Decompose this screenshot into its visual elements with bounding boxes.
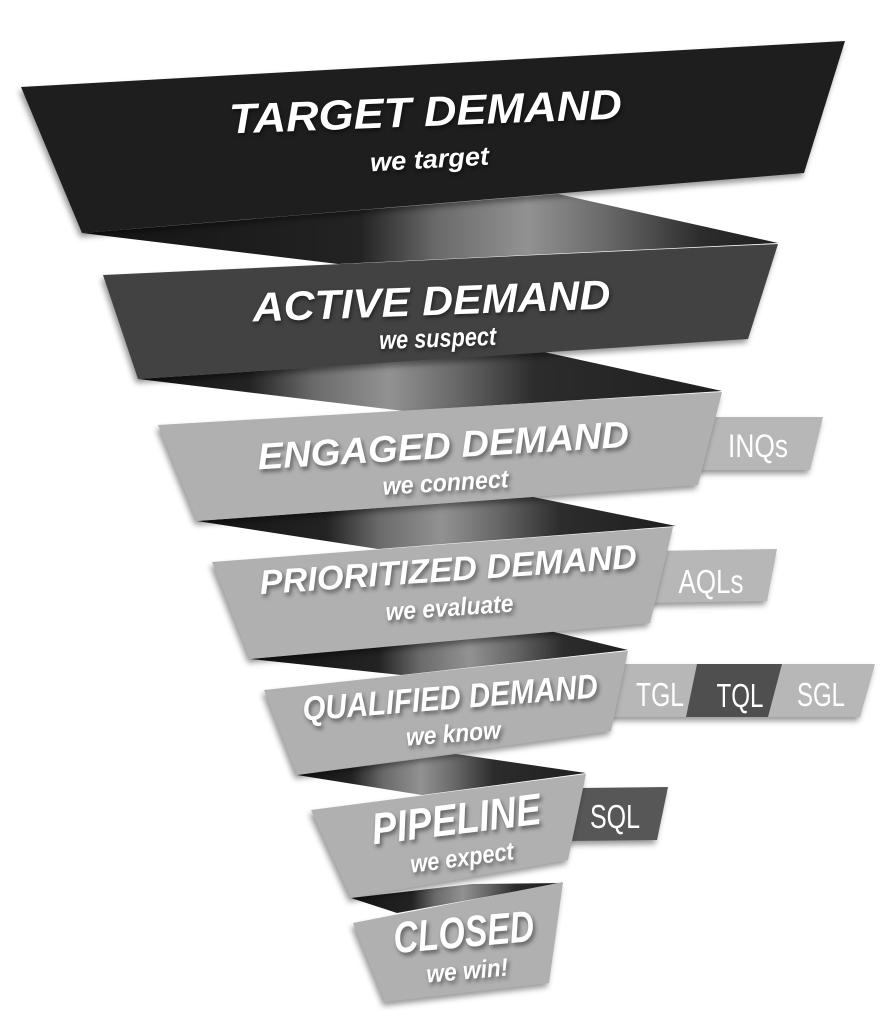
- svg-text:TQL: TQL: [717, 677, 764, 714]
- svg-text:we suspect: we suspect: [379, 321, 498, 355]
- svg-text:TGL: TGL: [636, 676, 684, 713]
- svg-text:we target: we target: [369, 141, 491, 178]
- svg-text:CLOSED: CLOSED: [391, 902, 536, 963]
- svg-text:INQs: INQs: [728, 428, 788, 464]
- svg-text:AQLs: AQLs: [679, 563, 744, 600]
- svg-text:SGL: SGL: [797, 676, 845, 713]
- svg-text:SQL: SQL: [590, 798, 640, 835]
